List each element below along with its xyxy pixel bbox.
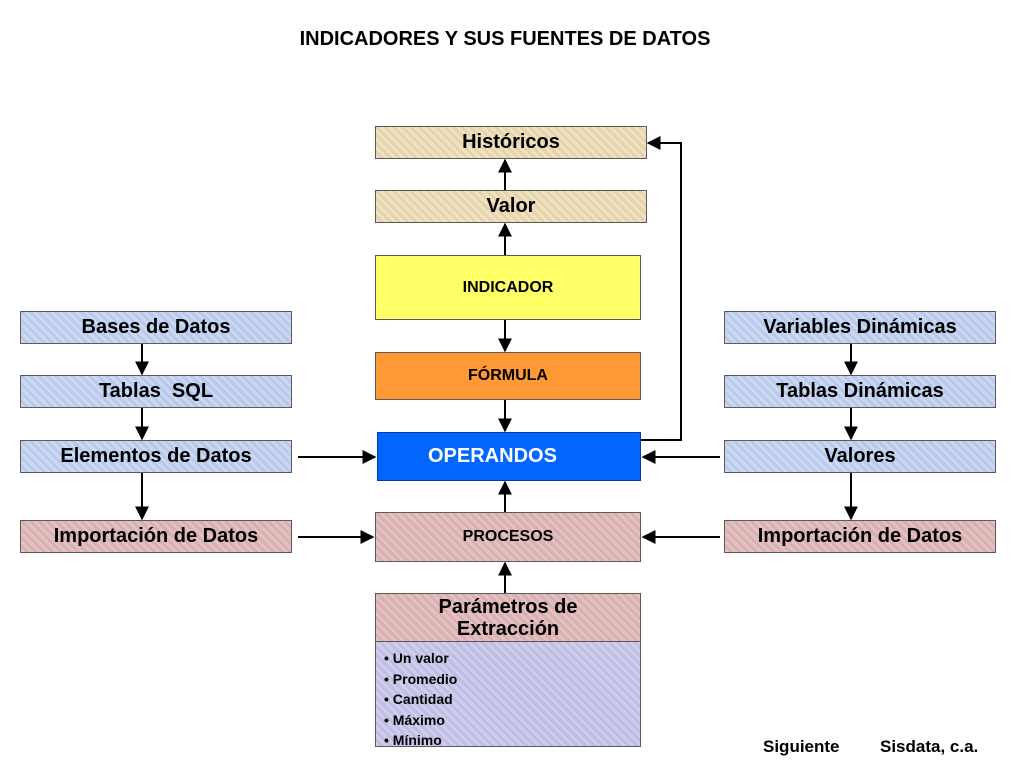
indicador-box: INDICADOR xyxy=(375,255,641,320)
bases-de-datos-box: Bases de Datos xyxy=(20,311,292,344)
operandos-box: OPERANDOS xyxy=(377,432,641,481)
tablas-sql-box: Tablas SQL xyxy=(20,375,292,408)
procesos-box: PROCESOS xyxy=(375,512,641,562)
option-maximo: Máximo xyxy=(384,710,640,731)
valores-box: Valores xyxy=(724,440,996,473)
elementos-de-datos-box: Elementos de Datos xyxy=(20,440,292,473)
company-name: Sisdata, c.a. xyxy=(880,737,979,756)
variables-dinamicas-box: Variables Dinámicas xyxy=(724,311,996,344)
option-promedio: Promedio xyxy=(384,669,640,690)
page-title: INDICADORES Y SUS FUENTES DE DATOS xyxy=(299,28,711,50)
importacion-left-box: Importación de Datos xyxy=(20,520,292,553)
parametros-box: Parámetros de Extracción xyxy=(375,593,641,642)
extraction-options-list: Un valor Promedio Cantidad Máximo Mínimo xyxy=(384,648,640,751)
parametros-line-1: Parámetros de xyxy=(438,595,578,618)
arrow-operandos-to-historicos xyxy=(641,136,682,441)
importacion-right-box: Importación de Datos xyxy=(724,520,996,553)
option-un-valor: Un valor xyxy=(384,648,640,669)
historicos-box: Históricos xyxy=(375,126,647,159)
extraction-options-box: Un valor Promedio Cantidad Máximo Mínimo xyxy=(375,641,641,748)
parametros-line-2: Extracción xyxy=(456,617,560,640)
option-minimo: Mínimo xyxy=(384,730,640,751)
tablas-dinamicas-box: Tablas Dinámicas xyxy=(724,375,996,408)
siguiente-link[interactable]: Siguiente xyxy=(763,737,840,756)
option-cantidad: Cantidad xyxy=(384,689,640,710)
formula-box: FÓRMULA xyxy=(375,352,641,400)
valor-box: Valor xyxy=(375,190,647,223)
